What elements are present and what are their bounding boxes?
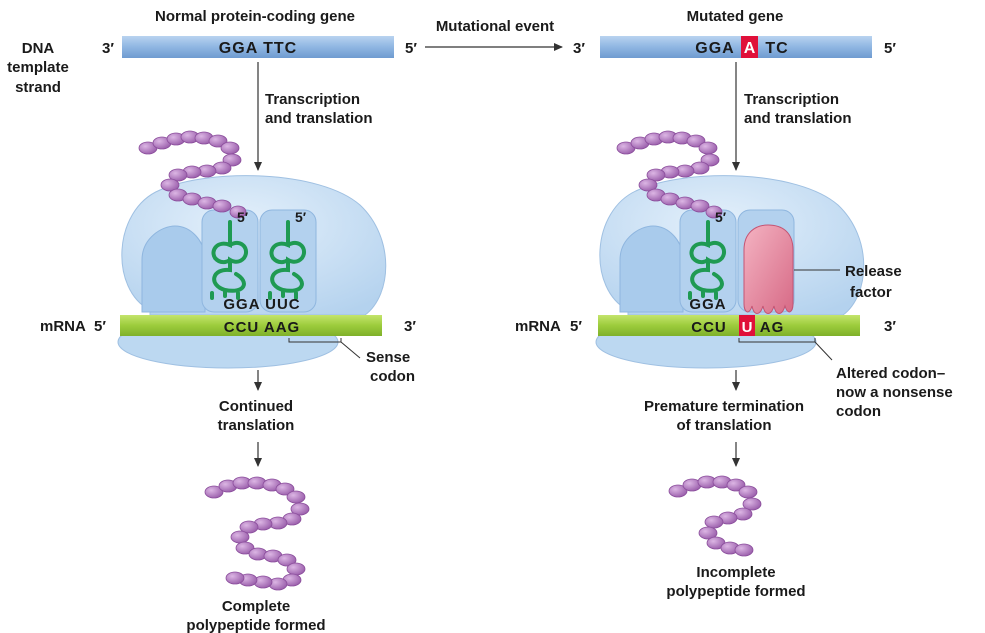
right-trna-p-site: [688, 220, 727, 300]
left-codon-bracket: [288, 338, 361, 359]
left-growing-polypeptide: [138, 130, 247, 219]
right-result-line1: Incomplete: [696, 564, 775, 581]
right-mrna-sequence-a: CCU: [691, 319, 727, 336]
right-mrna-label: mRNA: [515, 318, 561, 335]
right-mrna-3prime: 3′: [884, 318, 896, 335]
right-dna-3prime: 3′: [573, 40, 585, 57]
left-mrna-label: mRNA: [40, 318, 86, 335]
right-codon-note-line3: codon: [836, 403, 881, 420]
right-result-line2: polypeptide formed: [666, 583, 805, 600]
left-outcome-line1: Continued: [219, 398, 293, 415]
right-dna-sequence-b: TC: [765, 40, 788, 57]
right-anticodon: GGA: [689, 296, 726, 313]
release-factor-shape: [743, 224, 794, 314]
left-mrna-5prime: 5′: [94, 318, 106, 335]
left-title: Normal protein-coding gene: [155, 8, 355, 25]
right-dna-sequence-a: GGA: [695, 40, 734, 57]
right-mrna-sequence-b: AG: [760, 319, 785, 336]
right-outcome-line2: of translation: [676, 417, 771, 434]
left-process-line1: Transcription: [265, 91, 360, 108]
release-factor-line2: factor: [850, 284, 892, 301]
right-trna-5prime: 5′: [715, 209, 727, 225]
right-title: Mutated gene: [687, 8, 784, 25]
mutation-label: Mutational event: [436, 18, 554, 35]
right-dna-strand: 3′ GGA A TC 5′: [573, 36, 896, 58]
right-ribosome: [595, 175, 865, 369]
release-factor-line1: Release: [845, 263, 902, 280]
left-complete-polypeptide: [204, 476, 310, 591]
left-dna-sequence: GGA TTC: [219, 40, 297, 57]
right-outcome-line1: Premature termination: [644, 398, 804, 415]
right-process-line1: Transcription: [744, 91, 839, 108]
dna-label-line1: DNA: [22, 40, 55, 57]
left-trna-a-site: [268, 220, 307, 300]
left-mrna-strand: mRNA 5′ CCU AAG 3′: [40, 315, 416, 336]
left-dna-3prime: 3′: [102, 40, 114, 57]
dna-label-line2: template: [7, 59, 69, 76]
right-dna-mutated-base: A: [744, 40, 756, 57]
right-process-line2: and translation: [744, 110, 852, 127]
right-incomplete-polypeptide: [668, 475, 762, 557]
left-dna-5prime: 5′: [405, 40, 417, 57]
right-mrna-5prime: 5′: [570, 318, 582, 335]
right-mrna-strand: mRNA 5′ CCU U AG 3′: [515, 315, 896, 336]
right-mrna-mutation-box: [739, 315, 755, 336]
right-codon-bracket: [738, 338, 833, 361]
left-trna-p-site: [210, 220, 249, 300]
left-codon-note-line2: codon: [370, 368, 415, 385]
left-outcome-line2: translation: [218, 417, 295, 434]
left-mrna-sequence: CCU AAG: [224, 319, 300, 336]
left-dna-strand: 3′ GGA TTC 5′: [102, 36, 417, 58]
left-result-line1: Complete: [222, 598, 290, 615]
left-codon-note-line1: Sense: [366, 349, 410, 366]
left-ribosome: [117, 175, 387, 369]
left-anticodons: GGA UUC: [223, 296, 300, 313]
right-dna-mutation-box: [741, 36, 758, 58]
right-codon-note-line1: Altered codon–: [836, 365, 945, 382]
left-trna1-5prime: 5′: [237, 209, 249, 225]
left-result-line2: polypeptide formed: [186, 617, 325, 633]
right-mrna-mutated-base: U: [742, 319, 753, 336]
dna-label-line3: strand: [15, 79, 61, 96]
right-codon-note-line2: now a nonsense: [836, 384, 953, 401]
left-mrna-3prime: 3′: [404, 318, 416, 335]
right-growing-polypeptide: [616, 130, 723, 219]
left-trna2-5prime: 5′: [295, 209, 307, 225]
left-process-line2: and translation: [265, 110, 373, 127]
right-dna-5prime: 5′: [884, 40, 896, 57]
